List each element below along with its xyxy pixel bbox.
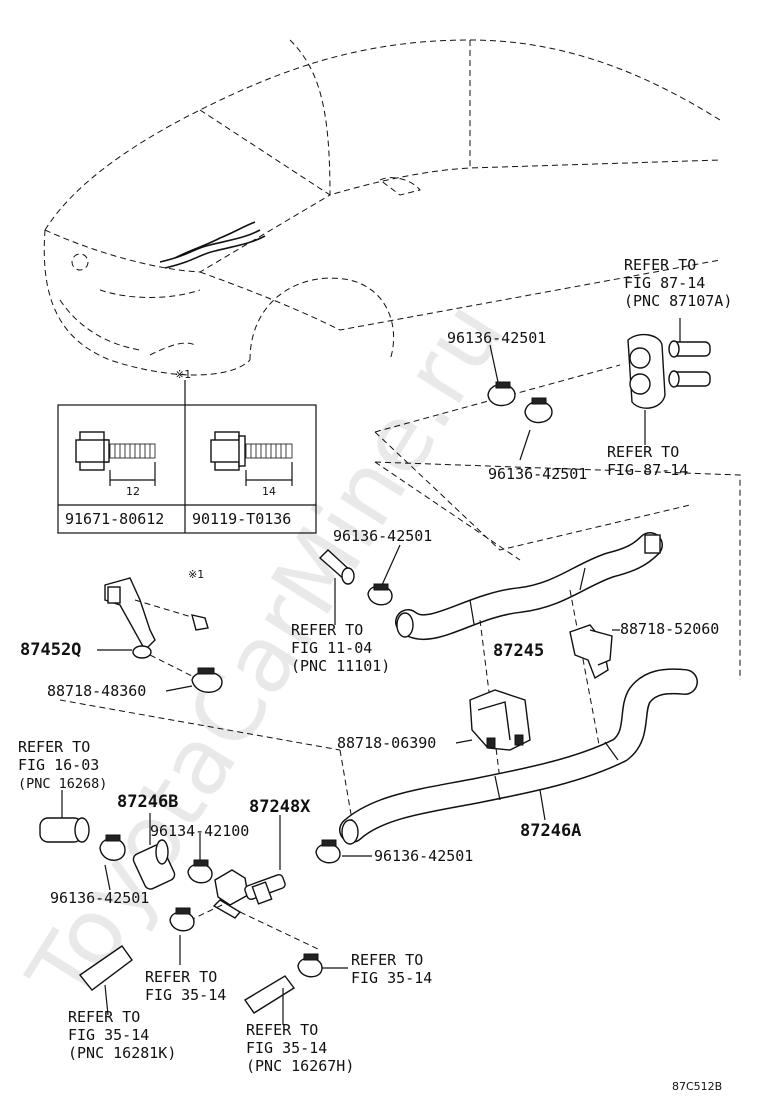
reference-label: REFER TO FIG 16-03 (PNC 16268) — [18, 738, 107, 792]
part-label: 87248X — [249, 797, 311, 817]
svg-text:REFER TO: REFER TO — [351, 951, 423, 969]
reference-label: REFER TO FIG 35-14 (PNC 16267H) — [246, 1021, 354, 1075]
part-label: 96136-42501 — [333, 527, 432, 545]
svg-text:REFER TO: REFER TO — [291, 621, 363, 639]
reference-label: REFER TO FIG 87-14 (PNC 87107A) — [624, 256, 732, 310]
part-label: 96136-42501 — [50, 889, 149, 907]
clip-88718-52060 — [569, 624, 620, 680]
watermark: ToyotaCarMine.ru — [7, 283, 524, 1022]
svg-text:FIG 16-03: FIG 16-03 — [18, 756, 99, 774]
hose-87246b — [39, 813, 213, 891]
part-label: 96136-42501 — [447, 329, 546, 347]
bolt-icon — [75, 431, 156, 486]
part-label: 96136-42501 — [488, 465, 587, 483]
svg-text:FIG 87-14: FIG 87-14 — [624, 274, 705, 292]
bolt-length: 14 — [262, 485, 276, 498]
connector-87248x — [179, 815, 321, 951]
bolt-table: ※1 12 91671-80612 14 90119-T0136 — [57, 368, 317, 534]
reference-label: REFER TO FIG 35-14 — [351, 951, 432, 987]
svg-text:FIG 35-14: FIG 35-14 — [145, 986, 226, 1004]
bolt-icon — [210, 431, 293, 486]
hose-87245 — [318, 532, 663, 781]
part-label: 87452Q — [20, 640, 81, 660]
part-label: 87246A — [520, 821, 581, 841]
svg-text:REFER TO: REFER TO — [145, 968, 217, 986]
note-mark: ※1 — [188, 568, 204, 581]
svg-text:REFER TO: REFER TO — [68, 1008, 140, 1026]
bolt-length: 12 — [126, 485, 140, 498]
reference-label: REFER TO FIG 35-14 (PNC 16281K) — [68, 1008, 176, 1062]
svg-text:REFER TO: REFER TO — [607, 443, 679, 461]
clip-88718-06390 — [469, 689, 531, 751]
svg-text:FIG 35-14: FIG 35-14 — [246, 1039, 327, 1057]
part-label: 88718-48360 — [47, 682, 146, 700]
clamp — [315, 839, 341, 864]
part-label: 87246B — [117, 792, 178, 812]
svg-text:REFER TO: REFER TO — [246, 1021, 318, 1039]
svg-text:FIG 11-04: FIG 11-04 — [291, 639, 372, 657]
part-label: 96136-42501 — [374, 847, 473, 865]
svg-text:(PNC 16281K): (PNC 16281K) — [68, 1044, 176, 1062]
svg-text:(PNC 16267H): (PNC 16267H) — [246, 1057, 354, 1075]
bolt-part-number: 91671-80612 — [65, 510, 164, 528]
part-label: 87245 — [493, 641, 544, 661]
reference-label: REFER TO FIG 11-04 (PNC 11101) — [291, 621, 390, 675]
clamp — [297, 953, 348, 978]
svg-text:(PNC 87107A): (PNC 87107A) — [624, 292, 732, 310]
bracket-87452q — [104, 577, 223, 693]
reference-label: REFER TO FIG 35-14 — [145, 968, 226, 1004]
svg-text:REFER TO: REFER TO — [18, 738, 90, 756]
svg-text:FIG 35-14: FIG 35-14 — [351, 969, 432, 987]
svg-text:(PNC 11101): (PNC 11101) — [291, 657, 390, 675]
vehicle-illustration — [43, 39, 721, 376]
clamp — [169, 907, 195, 965]
note-mark: ※1 — [175, 368, 191, 381]
part-label: 96134-42100 — [150, 822, 249, 840]
diagram-code: 87C512B — [672, 1080, 722, 1093]
part-label: 88718-06390 — [337, 734, 436, 752]
svg-text:FIG 87-14: FIG 87-14 — [607, 461, 688, 479]
hose-segment — [78, 945, 296, 1025]
grommet-assembly — [374, 318, 741, 680]
hose-87246a — [59, 668, 698, 845]
svg-text:REFER TO: REFER TO — [624, 256, 696, 274]
reference-label: REFER TO FIG 87-14 — [607, 443, 688, 479]
svg-text:FIG 35-14: FIG 35-14 — [68, 1026, 149, 1044]
part-label: 88718-52060 — [620, 620, 719, 638]
bolt-part-number: 90119-T0136 — [192, 510, 291, 528]
svg-text:(PNC 16268): (PNC 16268) — [18, 776, 107, 792]
